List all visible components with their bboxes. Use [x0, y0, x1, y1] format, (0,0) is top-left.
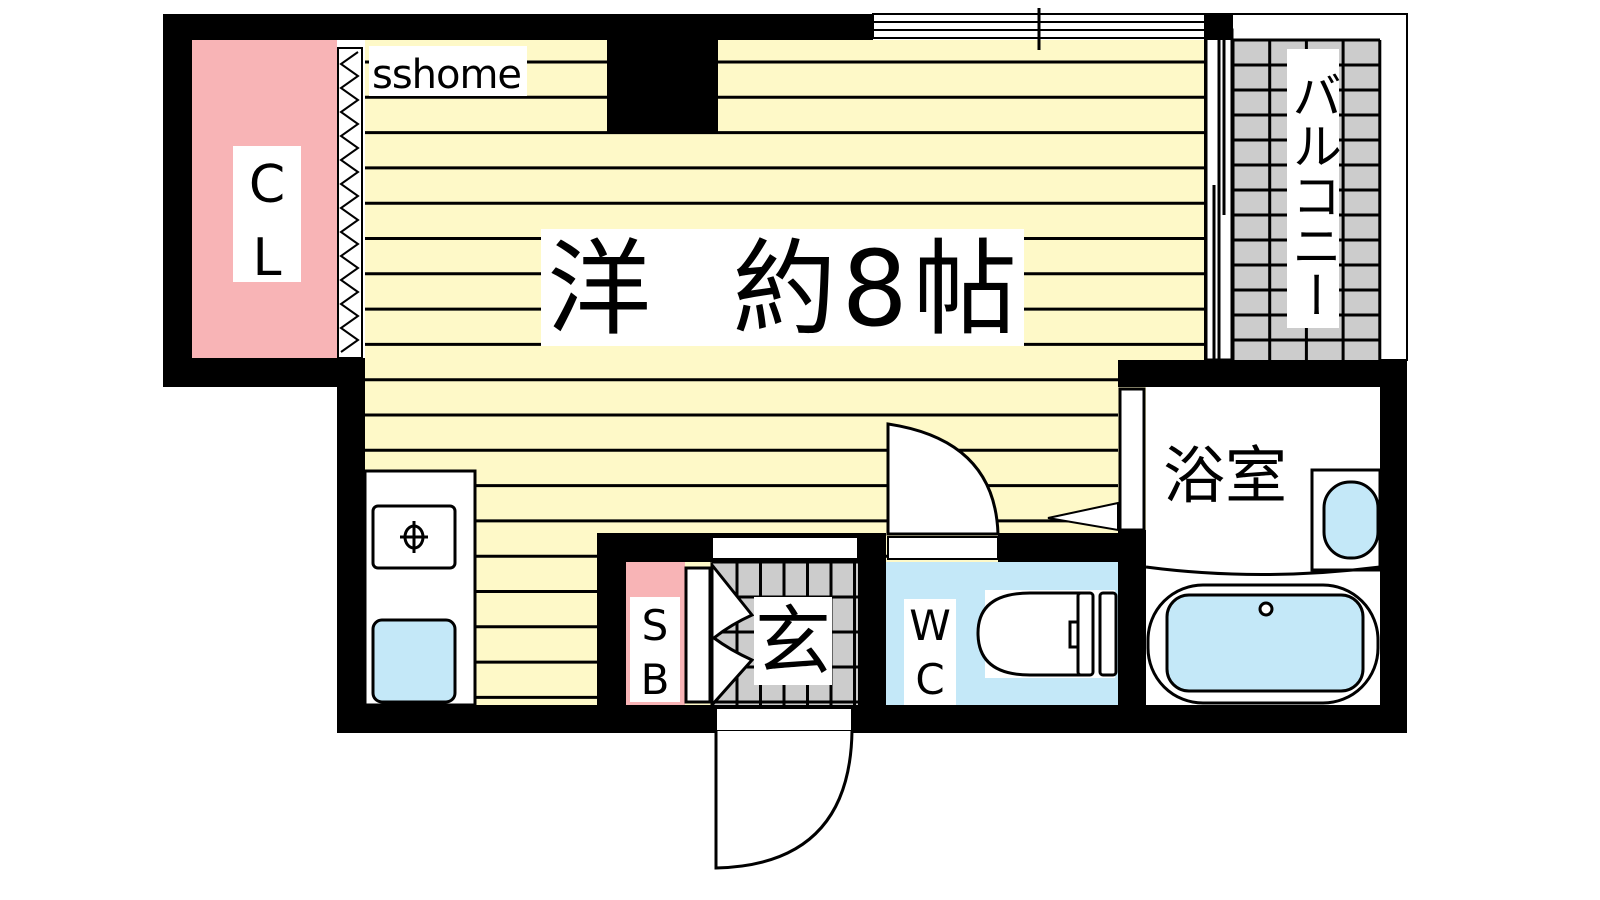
- washbasin: [1322, 480, 1380, 560]
- balcony-label: バルコニー: [1284, 70, 1342, 320]
- bathtub-basin: [1165, 593, 1365, 693]
- entrance-inner-opening: [711, 536, 859, 560]
- balcony-window: [1204, 28, 1234, 362]
- burner-icon: [400, 521, 428, 553]
- front-door-opening: [715, 707, 853, 732]
- bathroom-label: 浴室: [1163, 439, 1287, 512]
- balcony-label-bg: [1287, 49, 1339, 328]
- main-room-label: 洋 約8帖: [547, 228, 1017, 350]
- bathtub-edge: [1145, 565, 1381, 576]
- walls: [163, 14, 1407, 733]
- entrance-label-bg: [754, 597, 832, 685]
- shoe-box-label-bg: [630, 597, 680, 702]
- entrance-label: 玄: [755, 597, 831, 686]
- bath-door[interactable]: [1118, 387, 1146, 532]
- main-room-label-bg: [541, 229, 1024, 346]
- top-window: [872, 8, 1206, 50]
- shoe-box-door[interactable]: [684, 566, 712, 704]
- toilet-door[interactable]: [886, 422, 1000, 536]
- shoe-box-label-b: B: [641, 655, 670, 704]
- toilet-door-opening: [887, 536, 999, 560]
- toilet-label-w: W: [909, 601, 951, 650]
- sink: [371, 618, 457, 704]
- drain-icon: [1258, 601, 1274, 617]
- closet-label-c: C: [249, 155, 285, 215]
- toilet-icon: [976, 590, 1118, 678]
- shoe-box-label-s: S: [642, 601, 669, 650]
- watermark: sshome: [372, 52, 522, 98]
- toilet-label-c: C: [915, 655, 944, 704]
- folding-door-icon: [339, 51, 360, 353]
- front-door[interactable]: [714, 730, 854, 870]
- toilet-label-bg: [904, 599, 956, 705]
- shoe-box-swing-door: [710, 560, 755, 709]
- watermark-bg: [369, 46, 527, 96]
- closet-label-bg: [233, 146, 301, 282]
- closet-label-l: L: [253, 228, 282, 288]
- bath-door-swing: [1047, 501, 1119, 532]
